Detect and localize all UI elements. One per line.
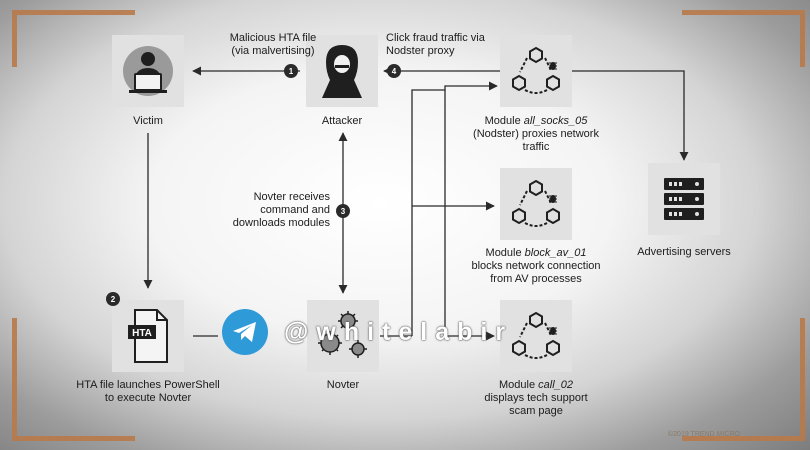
module-block-label: Module block_av_01 blocks network connec…: [471, 247, 601, 285]
hta-file-icon: HTA: [128, 309, 168, 363]
user-at-laptop-icon: [123, 46, 173, 96]
arrow-socks-to-advertising: [572, 70, 689, 161]
bug-icon: [549, 327, 557, 335]
telegram-watermark: @whitelabir: [222, 309, 513, 355]
corner-top-left: [12, 10, 135, 67]
arrow-novter-to-call: [444, 90, 495, 341]
attacker-tile: [306, 35, 378, 107]
module-socks-label: Module all_socks_05 (Nodster) proxies ne…: [473, 115, 599, 153]
attacker-label: Attacker: [321, 115, 363, 127]
module-network-icon: [512, 46, 560, 94]
bug-icon: [549, 195, 557, 203]
novter-label: Novter: [326, 379, 360, 391]
corner-bottom-right: [682, 318, 805, 441]
module-call-label: Module call_02 displays tech support sca…: [484, 379, 588, 417]
advertising-label: Advertising servers: [637, 246, 731, 258]
hta-file-text: HTA: [132, 328, 152, 339]
hooded-attacker-icon: [322, 45, 362, 98]
hta-label: HTA file launches PowerShell to execute …: [76, 379, 220, 404]
corner-top-right: [682, 10, 805, 67]
hta-tile: HTA: [112, 300, 184, 372]
step-1-note: Malicious HTA file(via malvertising): [229, 32, 317, 57]
novter-tile: [307, 300, 379, 372]
watermark-text: @whitelabir: [284, 317, 514, 346]
bug-icon: [549, 62, 557, 70]
step-4-badge: 4: [387, 64, 401, 78]
corner-bottom-left: [12, 318, 135, 441]
step-3-badge: 3: [336, 204, 350, 218]
module-socks-tile: [500, 35, 572, 107]
virus-icon: [318, 311, 367, 358]
step-1-badge: 1: [284, 64, 298, 78]
module-block-tile: [500, 168, 572, 240]
copyright: ©2019 TREND MICRO: [668, 431, 740, 438]
telegram-icon: [222, 309, 268, 355]
step-2-badge: 2: [106, 292, 120, 306]
module-call-tile: [500, 300, 572, 372]
server-rack-icon: [664, 178, 704, 220]
victim-tile: [112, 35, 184, 107]
victim-label: Victim: [133, 115, 163, 127]
module-network-icon: [512, 311, 560, 359]
advertising-tile: [648, 163, 720, 235]
module-network-icon: [512, 179, 560, 227]
